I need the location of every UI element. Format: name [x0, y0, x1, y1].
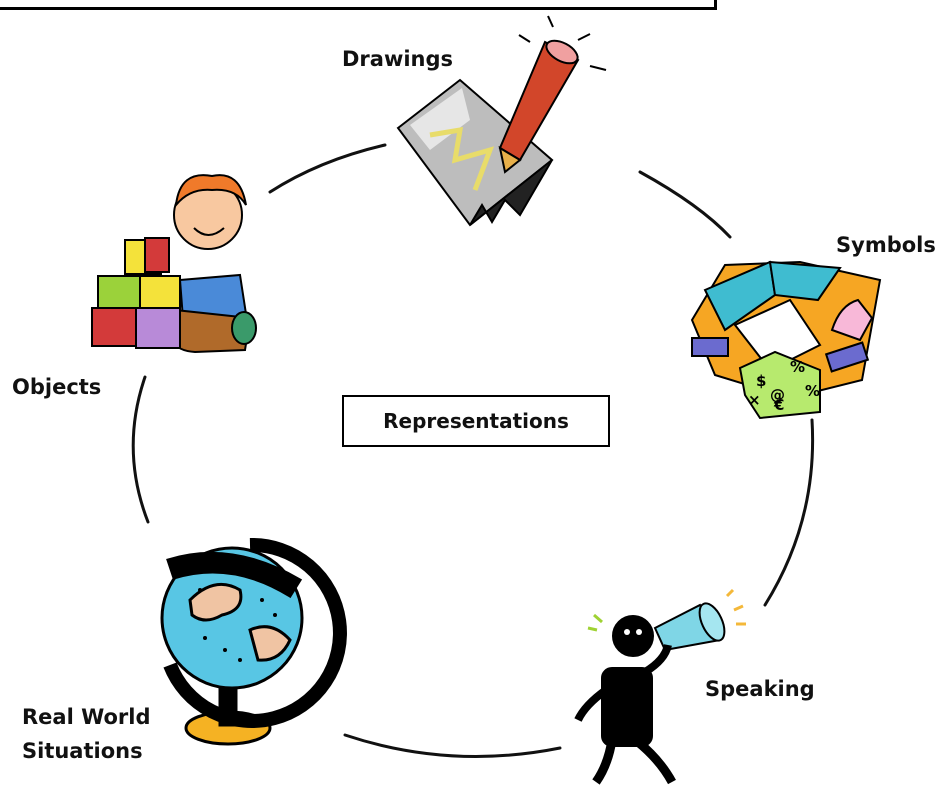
label-symbols: Symbols [836, 233, 936, 257]
label-real-world-line2: Situations [22, 739, 143, 763]
arc-symbols-to-speaking [763, 418, 815, 607]
top-border-bar [0, 0, 717, 10]
label-speaking: Speaking [705, 677, 815, 701]
label-real-world-line1: Real World [22, 705, 151, 729]
svg-text:$: $ [756, 372, 766, 390]
arc-speaking-to-realworld [343, 733, 562, 758]
arc-objects-to-drawings [268, 143, 387, 194]
svg-text:€: € [773, 396, 784, 414]
arc-realworld-to-objects [131, 375, 150, 524]
label-objects: Objects [12, 375, 102, 399]
label-drawings: Drawings [342, 47, 454, 71]
svg-text:%: % [805, 382, 820, 400]
arc-drawings-to-symbols [638, 170, 732, 239]
svg-text:@: @ [770, 386, 785, 404]
center-representations-box: Representations [342, 395, 610, 447]
center-label: Representations [383, 409, 569, 433]
svg-text:%: % [790, 358, 805, 376]
svg-text:×: × [748, 391, 761, 409]
